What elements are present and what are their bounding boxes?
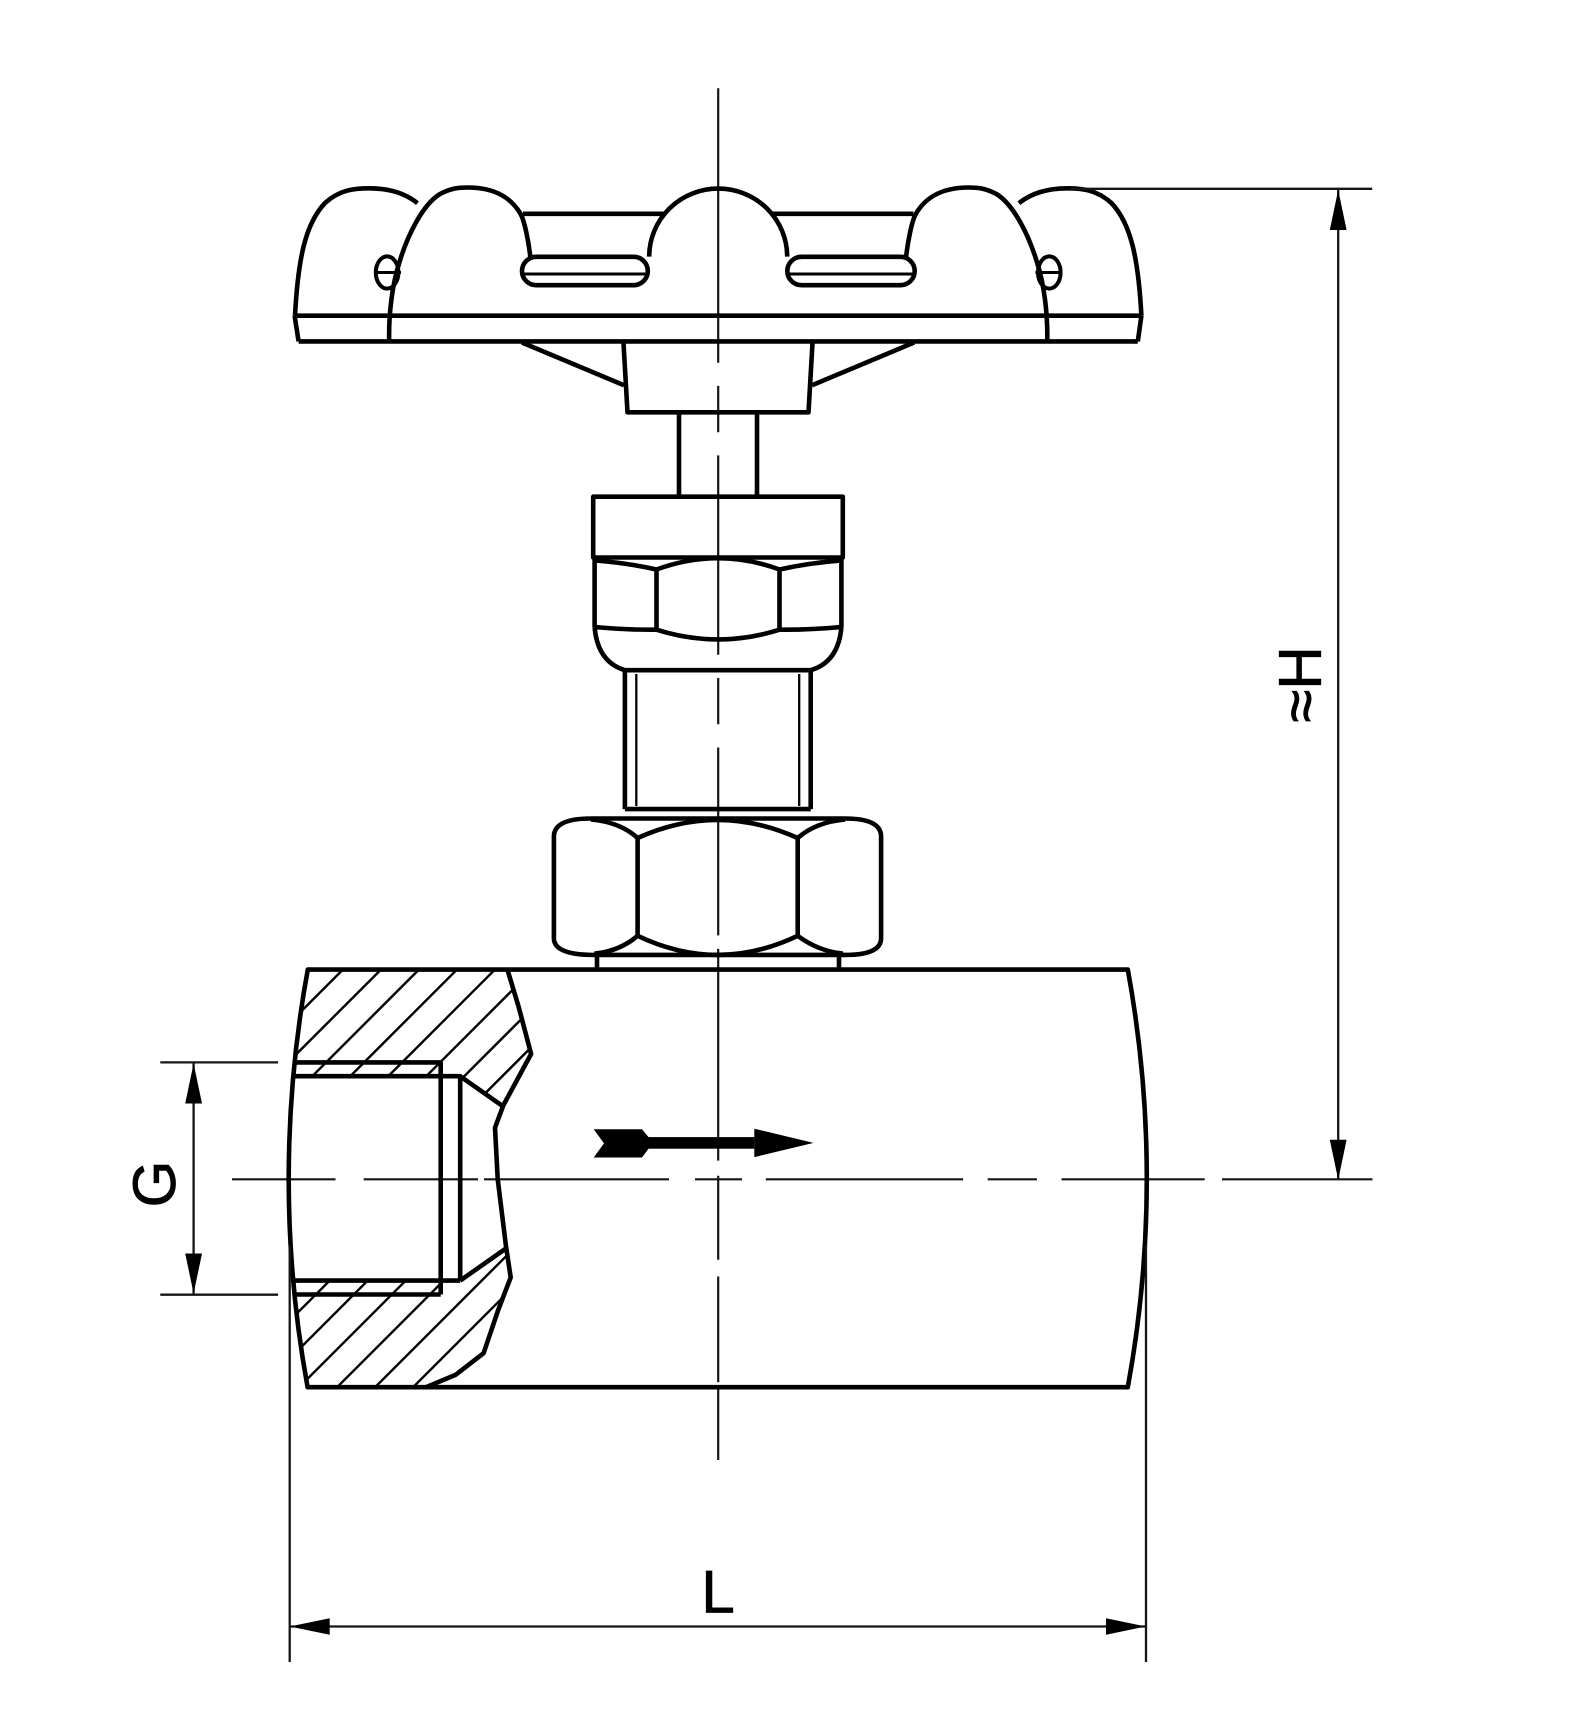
svg-text:G: G	[121, 1161, 188, 1208]
svg-text:L: L	[701, 1558, 734, 1625]
svg-text:≈H: ≈H	[1267, 646, 1334, 722]
